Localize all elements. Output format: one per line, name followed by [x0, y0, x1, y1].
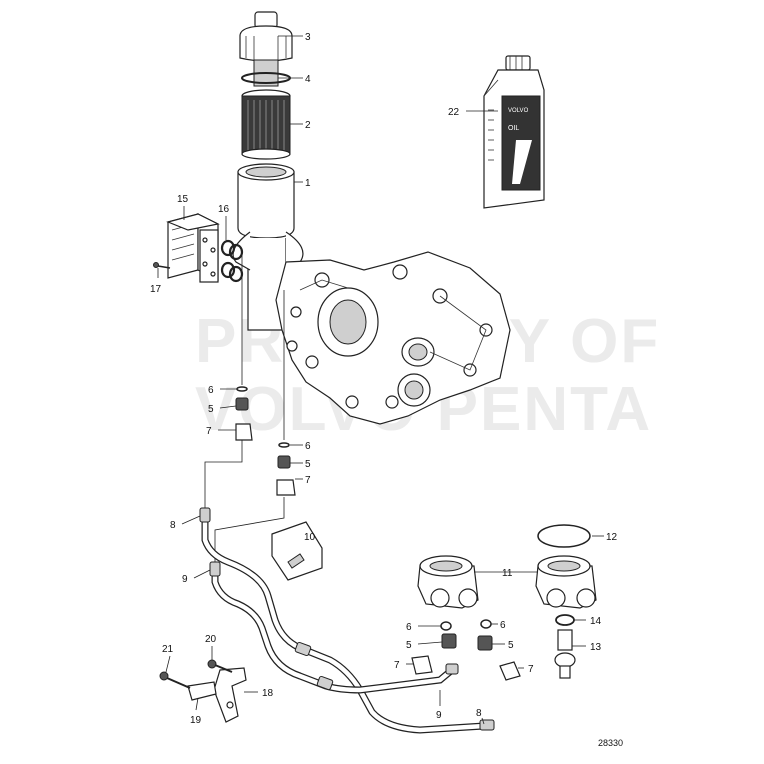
callout-8b: 8 — [476, 708, 482, 719]
oil-filter-adapter-right[interactable] — [535, 555, 597, 609]
oil-filter-element[interactable] — [241, 89, 291, 160]
callout-21: 21 — [162, 644, 174, 655]
callout-12: 12 — [606, 532, 618, 543]
nipple-a[interactable] — [235, 397, 249, 411]
bracket-clamp[interactable] — [187, 681, 217, 701]
callout-10: 10 — [304, 532, 316, 543]
callout-8a: 8 — [170, 520, 176, 531]
oil-cooler[interactable] — [166, 213, 220, 283]
adapter-o-ring[interactable] — [537, 524, 591, 548]
leader-lines — [157, 35, 604, 725]
callout-6d: 6 — [500, 620, 506, 631]
callout-16: 16 — [218, 204, 230, 215]
callout-18: 18 — [262, 688, 274, 699]
callout-13: 13 — [590, 642, 602, 653]
nipple-b[interactable] — [277, 455, 291, 469]
callout-7c: 7 — [394, 660, 400, 671]
callout-14: 14 — [590, 616, 602, 627]
banjo-bolt[interactable] — [554, 629, 576, 679]
callout-6c: 6 — [406, 622, 412, 633]
callout-5c: 5 — [406, 640, 412, 651]
o-ring-d[interactable] — [480, 619, 492, 629]
callout-5b: 5 — [305, 459, 311, 470]
hose-clamp-detail[interactable] — [271, 521, 323, 581]
clip-b[interactable] — [276, 479, 296, 496]
clip-c[interactable] — [411, 655, 433, 675]
o-ring-b[interactable] — [278, 442, 290, 448]
callout-4: 4 — [305, 74, 311, 85]
bottle-product: OIL — [508, 125, 519, 132]
callout-15: 15 — [177, 194, 189, 205]
seal-washer[interactable] — [555, 614, 575, 626]
clip-d[interactable] — [499, 661, 521, 681]
callout-1: 1 — [305, 178, 311, 189]
engine-front-cover — [275, 251, 511, 425]
callout-19: 19 — [190, 715, 202, 726]
callout-7b: 7 — [305, 475, 311, 486]
o-ring-c[interactable] — [440, 621, 452, 631]
bottle-brand: VOLVO — [508, 108, 529, 114]
callout-9a: 9 — [182, 574, 188, 585]
callout-labels: 3 4 2 1 22 15 16 17 6 5 7 6 5 7 8 10 9 1… — [150, 32, 618, 726]
nipple-d[interactable] — [477, 635, 493, 651]
reference-number: 28330 — [598, 738, 623, 748]
callout-2: 2 — [305, 120, 311, 131]
callout-22: 22 — [448, 107, 460, 118]
bracket-screw-20[interactable] — [207, 659, 233, 673]
oil-bottle[interactable]: VOLVO OIL — [483, 55, 545, 209]
callout-11: 11 — [502, 568, 513, 579]
callout-6b: 6 — [305, 441, 311, 452]
callout-20: 20 — [205, 634, 217, 645]
bracket-screw-21[interactable] — [159, 671, 191, 689]
hose-bracket[interactable] — [213, 667, 247, 723]
callout-9b: 9 — [436, 710, 442, 721]
callout-3: 3 — [305, 32, 311, 43]
callout-7d: 7 — [528, 664, 534, 675]
callout-7a: 7 — [206, 426, 212, 437]
callout-5d: 5 — [508, 640, 514, 651]
callout-6a: 6 — [208, 385, 214, 396]
callout-17: 17 — [150, 284, 162, 295]
cooler-screw[interactable] — [153, 262, 171, 269]
clip-a[interactable] — [235, 423, 253, 441]
callout-5a: 5 — [208, 404, 214, 415]
oil-hose-assembly[interactable] — [199, 507, 495, 734]
nipple-c[interactable] — [441, 633, 457, 649]
oil-filter-adapter-left[interactable] — [417, 555, 479, 609]
